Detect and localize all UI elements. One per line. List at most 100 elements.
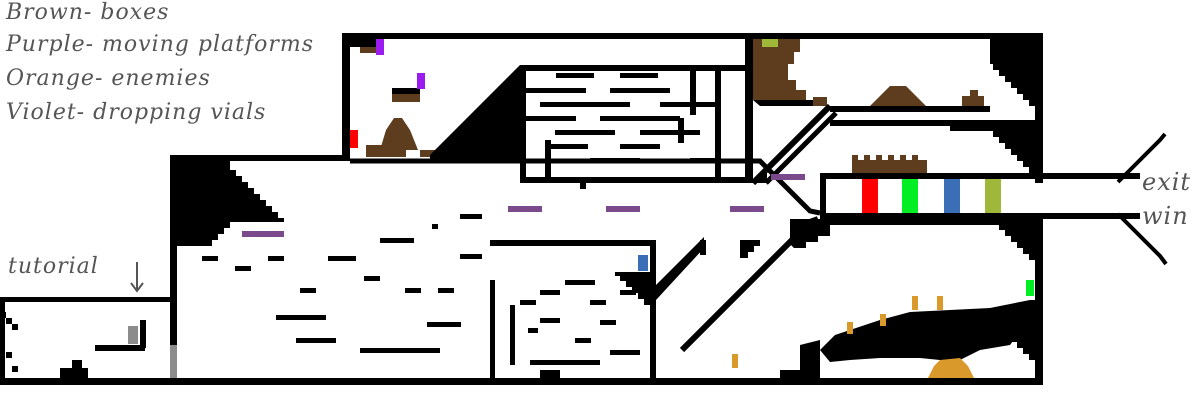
ledge-post xyxy=(140,320,146,348)
right-wall-lower xyxy=(1035,213,1043,385)
main-floor xyxy=(170,378,1042,385)
vial xyxy=(417,73,425,89)
dash-platform xyxy=(202,256,218,261)
legend-vials: Violet- dropping vials xyxy=(6,100,267,125)
box xyxy=(360,47,380,53)
floor-bump xyxy=(540,370,560,378)
dash-platform xyxy=(438,288,454,293)
dash-platform xyxy=(235,266,251,271)
enemy xyxy=(880,314,886,326)
top-left-wall xyxy=(342,33,350,161)
tutorial-label: tutorial xyxy=(8,254,99,279)
exit-corridor-floor xyxy=(820,213,1140,219)
box-merlon xyxy=(888,155,894,160)
dash-platform xyxy=(296,338,336,343)
dash-platform xyxy=(520,300,536,305)
exit-corridor-ceiling xyxy=(820,173,1140,179)
ledge xyxy=(830,106,990,112)
left-slope-lower xyxy=(177,222,230,246)
green-key xyxy=(1026,280,1034,296)
dash-platform xyxy=(620,290,636,295)
dash-platform xyxy=(300,288,316,293)
down-arrow-icon xyxy=(130,262,144,293)
maze-wall xyxy=(580,183,586,189)
legend-platforms: Purple- moving platforms xyxy=(6,32,315,57)
maze-wall xyxy=(520,177,750,183)
maze-wall xyxy=(745,39,753,183)
box-merlon xyxy=(912,155,918,160)
box-pile xyxy=(380,118,418,150)
dash-platform xyxy=(460,214,482,219)
gate-blue xyxy=(944,179,960,213)
dash-platform xyxy=(575,338,591,343)
moving-platform xyxy=(771,174,805,180)
tutorial-floor xyxy=(0,378,175,385)
floor-bump xyxy=(60,368,88,378)
dash-platform xyxy=(530,360,600,365)
enemy xyxy=(912,296,918,310)
maze-staircase xyxy=(430,65,520,161)
maze-wall xyxy=(556,73,594,78)
dash-platform xyxy=(540,290,560,295)
wall-pixel xyxy=(12,324,18,330)
left-slope-block xyxy=(177,161,284,222)
wall-pixel xyxy=(6,318,12,324)
maze-wall xyxy=(690,70,696,115)
pillar xyxy=(650,240,656,378)
top-left-room xyxy=(350,39,520,161)
right-wall-upper xyxy=(1035,33,1043,183)
box-merlon xyxy=(864,155,870,160)
dash-platform xyxy=(268,256,284,261)
box-row xyxy=(392,94,420,102)
main-left-wall xyxy=(170,155,177,385)
maze-wall xyxy=(520,65,750,71)
tutorial-room xyxy=(0,297,175,385)
tutorial-left-wall xyxy=(0,297,5,385)
hall-ceiling xyxy=(350,158,821,216)
moving-platform xyxy=(508,206,542,212)
wall-chunk xyxy=(740,240,760,258)
maze-wall xyxy=(678,118,684,143)
main-hall xyxy=(202,158,821,378)
gray-door xyxy=(170,345,177,378)
dash-platform xyxy=(405,288,421,293)
top-ceiling xyxy=(342,33,1042,39)
dash-platform xyxy=(590,300,606,305)
wall-chunk xyxy=(800,340,820,378)
box-pile-base xyxy=(366,145,406,157)
box xyxy=(813,97,827,106)
right-slope xyxy=(830,219,1035,260)
dash-platform xyxy=(600,320,616,325)
maze-wall xyxy=(620,144,660,149)
maze-wall xyxy=(520,65,526,183)
vial xyxy=(376,39,384,55)
wall-pixel xyxy=(6,352,12,358)
lower-right-room xyxy=(679,216,1035,378)
maze-wall xyxy=(526,88,586,93)
box-merlon xyxy=(900,155,906,160)
wall-chunk xyxy=(790,219,830,248)
gate-olive xyxy=(985,179,1001,213)
wall-pixel xyxy=(0,312,6,318)
maze-wall xyxy=(548,144,588,149)
maze-wall xyxy=(620,73,658,78)
chamber-wall xyxy=(490,280,495,378)
corner-fill xyxy=(753,169,767,183)
dash-platform xyxy=(360,348,440,353)
dash-platform xyxy=(380,238,414,243)
box xyxy=(962,96,984,106)
exit-slope-lower xyxy=(1116,212,1168,266)
maze-wall xyxy=(540,102,630,107)
olive-key xyxy=(762,39,778,47)
box-pile xyxy=(870,86,926,106)
legend-boxes: Brown- boxes xyxy=(6,0,170,25)
box xyxy=(420,150,440,157)
exit-corridor xyxy=(820,132,1168,266)
wall-chunk xyxy=(700,240,706,255)
diagonal-wall xyxy=(750,103,833,186)
dash-platform xyxy=(427,322,461,327)
diagonal-wall xyxy=(764,111,838,185)
right-upper-slope xyxy=(990,39,1035,106)
dash-platform xyxy=(460,254,482,259)
red-key xyxy=(350,130,358,148)
